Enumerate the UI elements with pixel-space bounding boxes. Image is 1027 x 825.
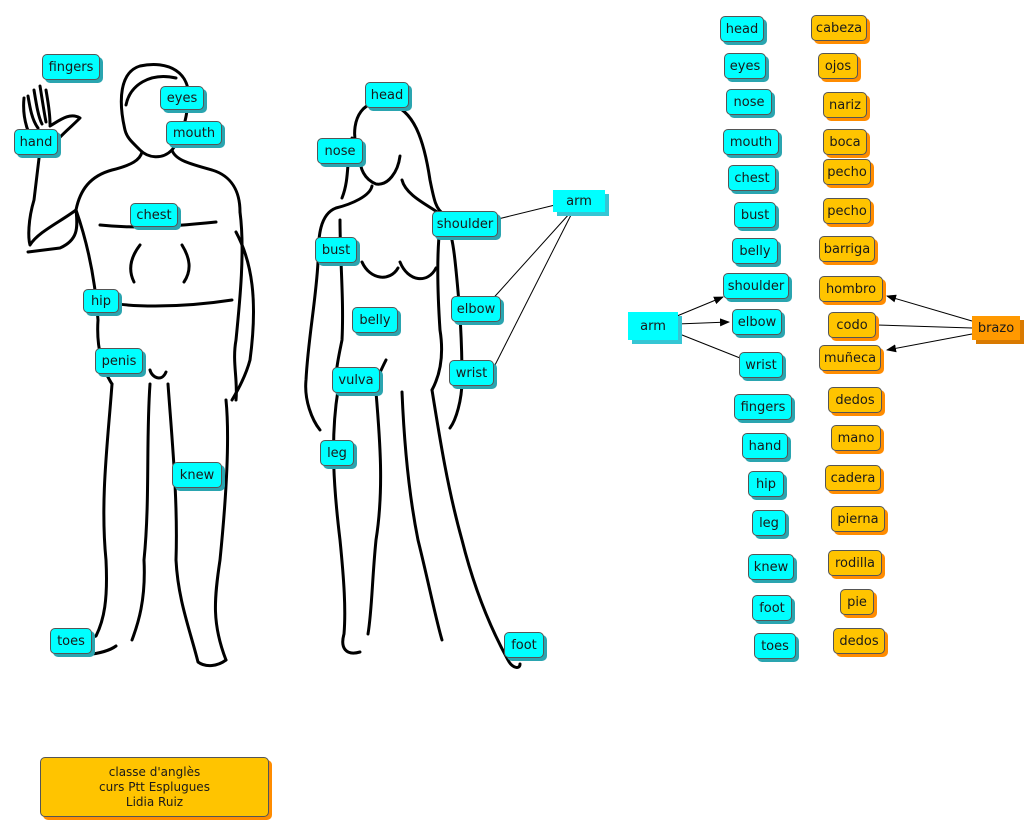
label-nose[interactable]: nose [317,138,363,164]
en-head[interactable]: head [720,16,764,42]
label-fingers[interactable]: fingers [42,54,100,80]
es-pecho-1[interactable]: pecho [823,159,871,185]
credit-box: classe d'anglès curs Ptt Esplugues Lidia… [40,757,269,817]
label-leg[interactable]: leg [320,440,354,466]
es-hombro[interactable]: hombro [819,276,883,302]
label-hand[interactable]: hand [14,129,58,155]
label-hip[interactable]: hip [83,289,119,313]
en-chest[interactable]: chest [728,165,776,191]
es-rodilla[interactable]: rodilla [828,550,882,576]
group-arm[interactable]: arm [628,312,678,340]
en-hip[interactable]: hip [748,471,784,497]
en-foot[interactable]: foot [752,595,792,621]
label-vulva[interactable]: vulva [332,367,380,393]
label-head[interactable]: head [365,82,409,108]
es-pie[interactable]: pie [840,589,874,615]
es-barriga[interactable]: barriga [819,236,875,262]
en-shoulder[interactable]: shoulder [723,273,789,299]
label-elbow[interactable]: elbow [451,296,501,322]
en-toes[interactable]: toes [754,633,796,659]
en-mouth[interactable]: mouth [723,129,779,155]
label-mouth[interactable]: mouth [166,121,222,145]
en-fingers[interactable]: fingers [734,394,792,420]
en-eyes[interactable]: eyes [724,53,766,79]
en-knew[interactable]: knew [748,554,794,580]
es-ojos[interactable]: ojos [818,53,858,79]
credit-line-3: Lidia Ruiz [126,795,183,810]
label-eyes[interactable]: eyes [160,86,204,110]
en-wrist[interactable]: wrist [739,352,783,378]
en-leg[interactable]: leg [752,510,786,536]
group-brazo[interactable]: brazo [972,316,1020,340]
label-bust[interactable]: bust [315,237,357,263]
es-cadera[interactable]: cadera [825,465,881,491]
es-dedos-2[interactable]: dedos [833,628,885,654]
credit-line-2: curs Ptt Esplugues [99,780,210,795]
en-hand[interactable]: hand [742,433,788,459]
label-foot[interactable]: foot [504,632,544,658]
en-nose[interactable]: nose [726,89,772,115]
label-penis[interactable]: penis [95,348,143,374]
label-toes[interactable]: toes [50,628,92,654]
label-belly[interactable]: belly [352,307,398,333]
en-bust[interactable]: bust [734,202,776,228]
es-pierna[interactable]: pierna [831,506,885,532]
es-cabeza[interactable]: cabeza [811,15,867,41]
en-belly[interactable]: belly [732,238,778,264]
credit-line-1: classe d'anglès [109,765,200,780]
label-shoulder[interactable]: shoulder [432,211,498,237]
es-pecho-2[interactable]: pecho [823,198,871,224]
label-arm-woman[interactable]: arm [553,190,605,212]
es-codo[interactable]: codo [828,312,876,338]
label-wrist[interactable]: wrist [449,360,494,386]
label-chest[interactable]: chest [130,203,178,227]
es-boca[interactable]: boca [823,129,867,155]
es-muneca[interactable]: muñeca [819,345,881,371]
es-dedos-1[interactable]: dedos [828,387,882,413]
label-knew[interactable]: knew [172,462,222,488]
es-nariz[interactable]: nariz [823,92,867,118]
es-mano[interactable]: mano [831,425,881,451]
en-elbow[interactable]: elbow [732,309,782,335]
